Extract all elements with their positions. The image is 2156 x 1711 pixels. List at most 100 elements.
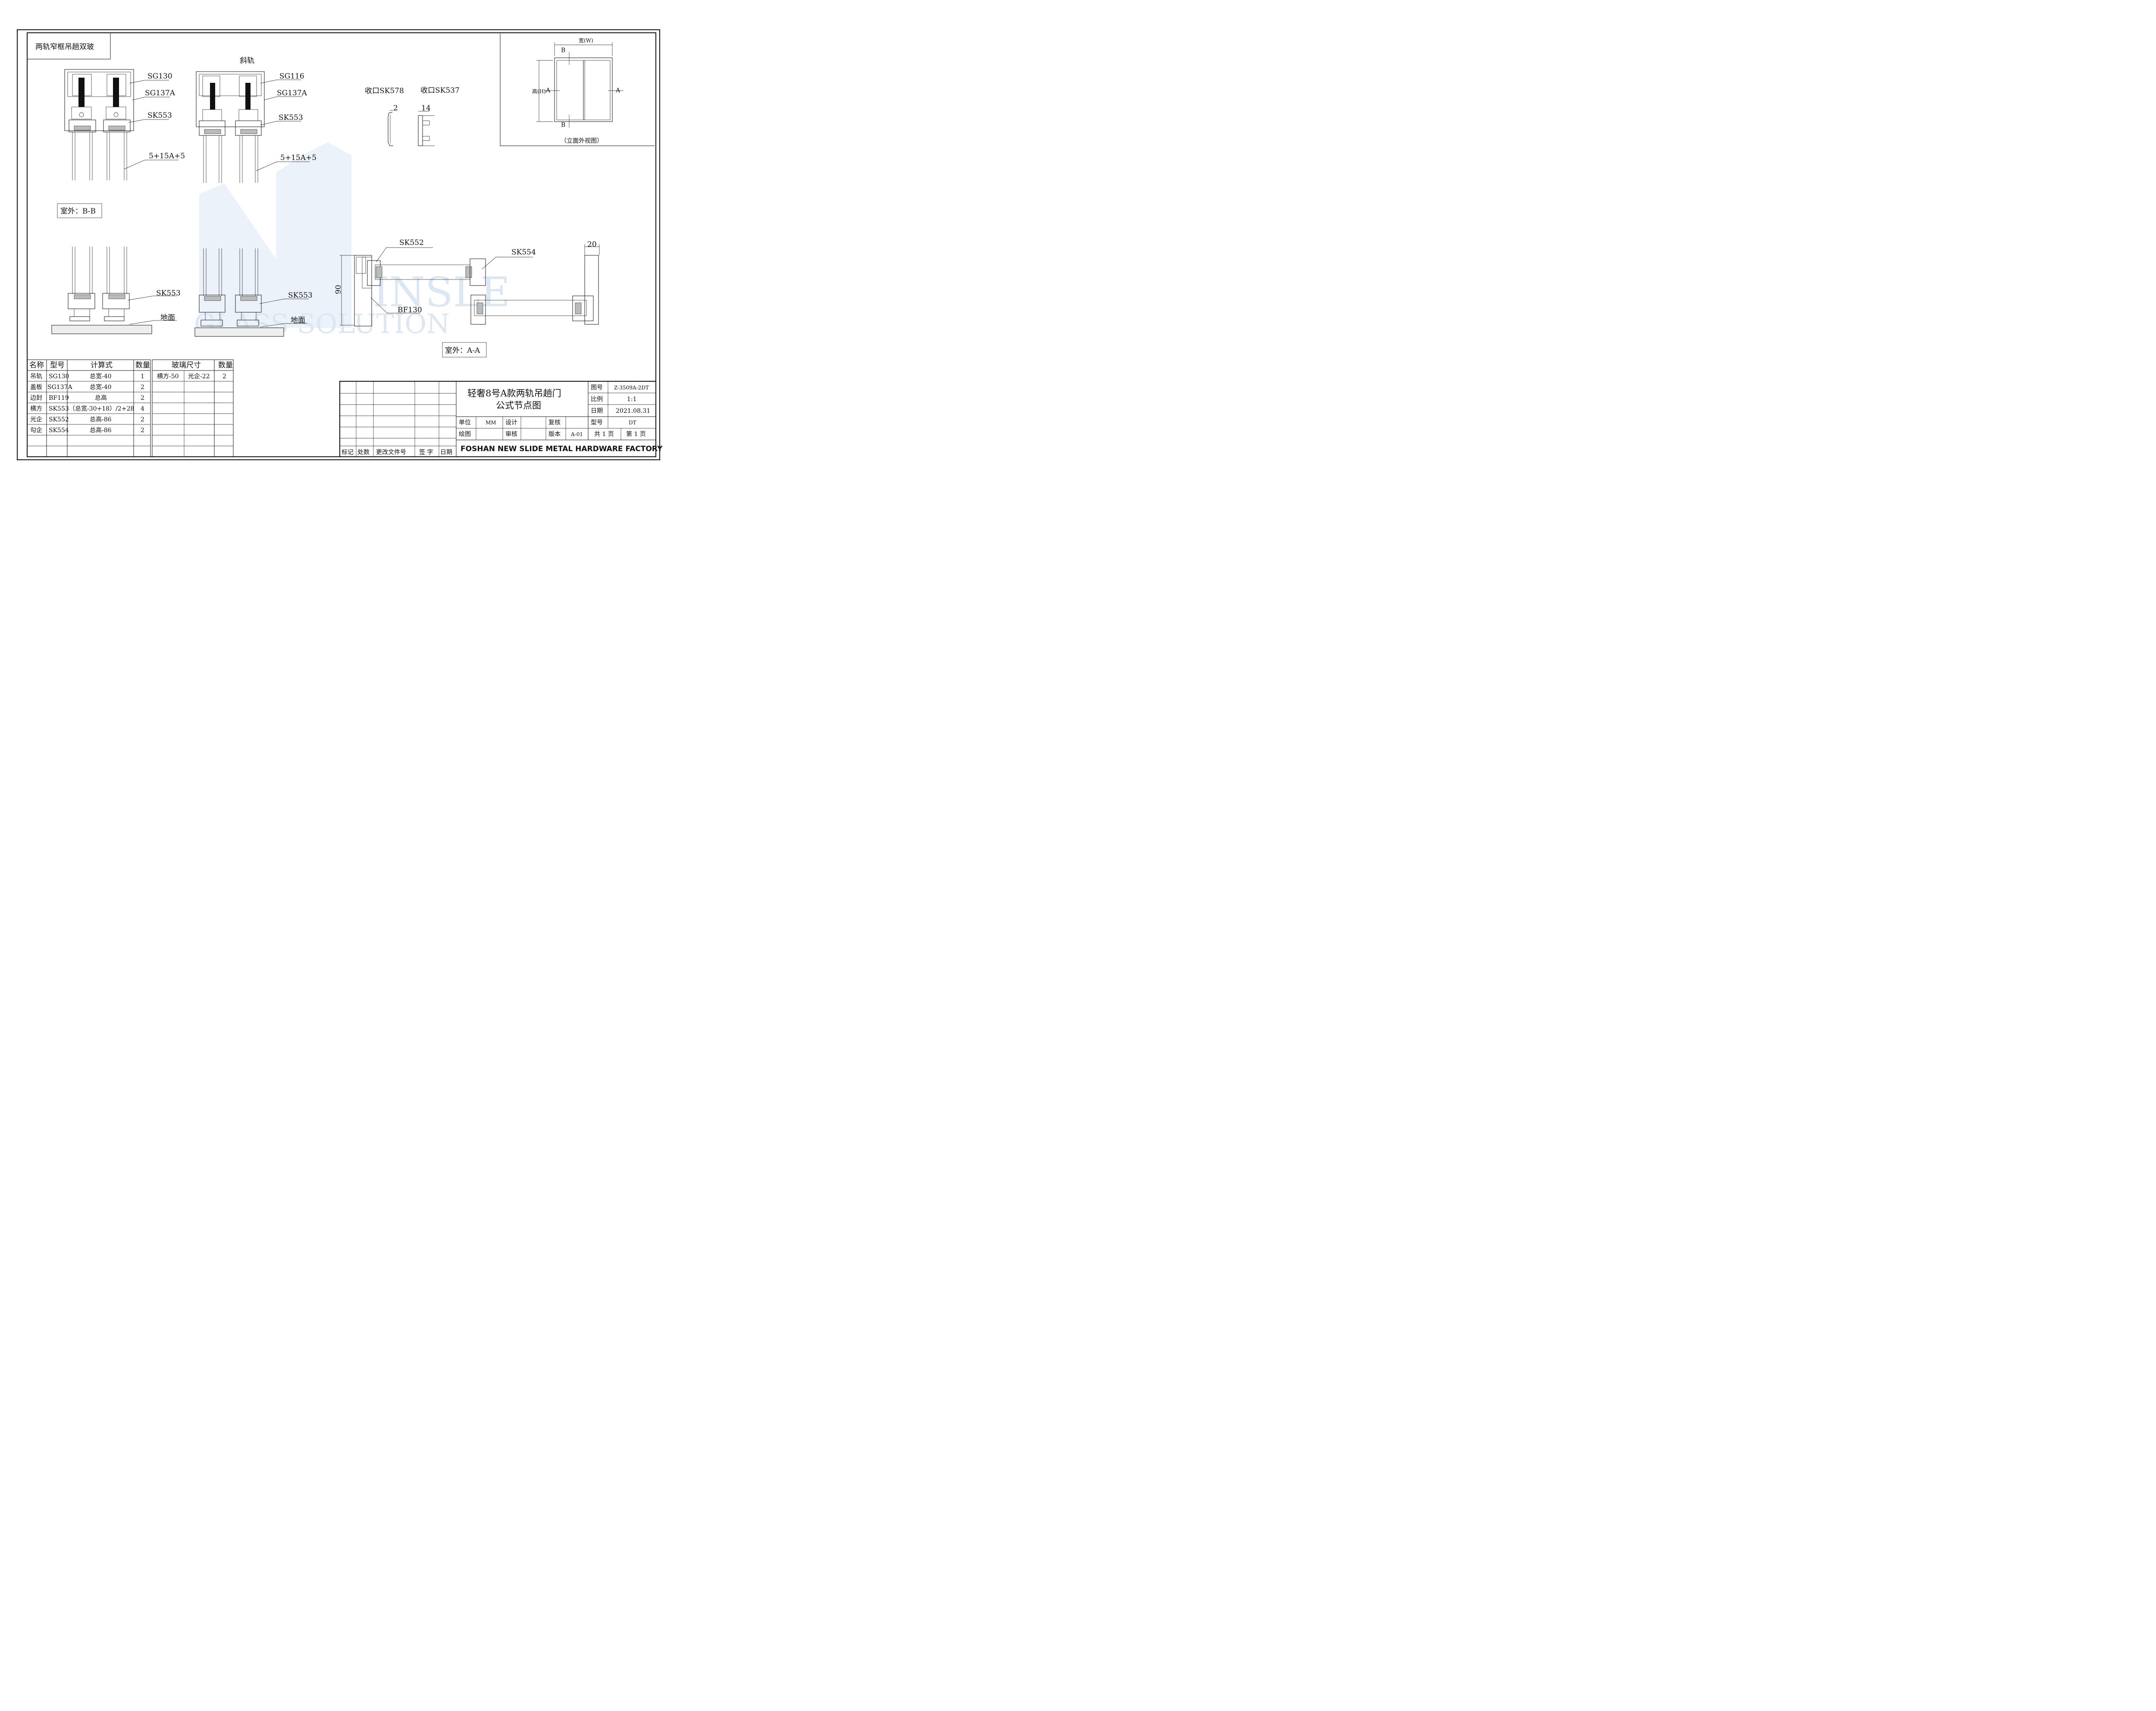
callout-sk554: SK554 xyxy=(511,248,536,257)
elevation-caption: （立面外视图） xyxy=(561,138,603,144)
callout-glass-right: 5+15A+5 xyxy=(280,154,317,162)
elevation-height-label: 高(H) xyxy=(532,88,546,94)
drawing-sheet: INSLE GLASS SOLUTION 两轨窄框吊趟双玻 SG130 SG13… xyxy=(17,29,663,460)
recheck-label: 复核 xyxy=(548,419,561,426)
section-bb-top-left xyxy=(64,69,179,180)
callout-bf130: BF130 xyxy=(398,306,422,314)
closure-sk537-label: 收口SK537 xyxy=(420,86,460,95)
callout-floor-left: 地面 xyxy=(160,314,175,322)
slanted-rail-heading: 斜轨 xyxy=(240,57,254,65)
closure-sk578-label: 收口SK578 xyxy=(365,87,404,95)
callout-sg137a-right: SG137A xyxy=(277,89,307,97)
dim-90: 90 xyxy=(334,285,343,294)
table-cell: 吊轨 xyxy=(30,373,42,380)
scale-label: 比例 xyxy=(591,396,603,403)
table-cell: SG137A xyxy=(47,384,72,391)
table-header: 型号 xyxy=(50,361,65,370)
drawing-no-label: 图号 xyxy=(591,384,603,391)
revision-header: 处数 xyxy=(357,449,370,456)
table-cell: 光企-22 xyxy=(188,373,210,380)
table-cell: 2 xyxy=(141,427,144,434)
revision-header: 日期 xyxy=(440,449,452,456)
factory-name: FOSHAN NEW SLIDE METAL HARDWARE FACTORY xyxy=(461,445,663,453)
section-bb-label: 室外：B-B xyxy=(60,207,96,216)
unit-value: MM xyxy=(486,420,496,426)
callout-sk552: SK552 xyxy=(399,239,424,247)
section-bb-bottom-left xyxy=(51,247,177,334)
elevation-mark-b-top: B xyxy=(561,47,565,54)
table-cell: 盖板 xyxy=(30,384,42,391)
revision-header: 签 字 xyxy=(419,449,433,456)
scale-value: 1:1 xyxy=(627,396,637,403)
table-cell: 1 xyxy=(141,373,144,380)
table-cell: 总高 xyxy=(95,394,107,402)
dim-sk578: 2 xyxy=(393,104,398,113)
section-aa-label: 室外：A-A xyxy=(445,346,480,355)
review-label: 审核 xyxy=(505,431,517,438)
callout-sk553-right: SK553 xyxy=(279,113,303,122)
table-cell: 2 xyxy=(141,416,144,423)
drawing-no: Z-3509A-2DT xyxy=(614,385,649,391)
callout-sg130-left: SG130 xyxy=(147,72,172,81)
version-value: A-01 xyxy=(570,431,583,437)
table-cell: 总高-86 xyxy=(90,416,112,423)
section-aa: 90 20 xyxy=(334,240,600,327)
drawing-subject-title: 两轨窄框吊趟双玻 xyxy=(35,43,94,51)
table-cell: SG130 xyxy=(49,373,69,380)
model-label: 型号 xyxy=(591,419,603,426)
table-cell: 光企 xyxy=(30,416,42,423)
watermark-brand: INSLE xyxy=(373,269,510,316)
table-header: 名称 xyxy=(29,361,44,370)
revision-header: 标记 xyxy=(342,449,354,456)
elevation-mark-b-bottom: B xyxy=(561,122,565,129)
table-cell: 总宽-40 xyxy=(90,383,112,391)
callout-sk553-bottom-left: SK553 xyxy=(156,289,181,298)
page-number: 第 1 页 xyxy=(626,430,646,438)
table-cell: SK552 xyxy=(49,416,69,423)
title-line-2: 公式节点图 xyxy=(496,400,541,411)
callout-sg116-right: SG116 xyxy=(279,72,304,81)
table-cell: 总高-86 xyxy=(90,427,112,434)
table-cell: 2 xyxy=(222,373,226,380)
table-header: 数量 xyxy=(135,361,150,370)
table-header: 数量 xyxy=(218,361,233,370)
callout-sk553-left: SK553 xyxy=(147,111,172,120)
date-label: 日期 xyxy=(591,408,603,414)
table-cell: 边封 xyxy=(30,395,42,402)
table-cell: 横方 xyxy=(30,405,42,412)
dim-20: 20 xyxy=(587,240,597,249)
table-header: 计算式 xyxy=(91,361,113,370)
table-header: 玻璃尺寸 xyxy=(172,361,201,370)
elevation-mark-a-right: A xyxy=(615,87,620,94)
unit-label: 单位 xyxy=(459,419,471,426)
parts-table: 名称 型号 计算式 数量 吊轨 SG130 总宽-40 1 盖板 SG137A … xyxy=(27,359,151,457)
table-cell: 总宽-40 xyxy=(90,373,112,380)
table-cell: 横方-50 xyxy=(157,373,179,380)
elevation-mark-a-left: A xyxy=(545,87,551,94)
glass-table: 玻璃尺寸 数量 横方-50 光企-22 2 xyxy=(152,359,234,457)
section-bb-bottom-right xyxy=(194,248,309,337)
callout-floor-right: 地面 xyxy=(291,316,305,325)
table-cell: 4 xyxy=(141,405,144,412)
callout-sg137a-left: SG137A xyxy=(145,89,175,97)
table-cell: BF119 xyxy=(49,395,69,402)
section-bb-top-right xyxy=(196,71,310,183)
table-cell: 2 xyxy=(141,384,144,391)
callout-glass-left: 5+15A+5 xyxy=(149,152,185,160)
table-cell: SK554 xyxy=(49,427,69,434)
version-label: 版本 xyxy=(548,431,561,438)
design-label: 设计 xyxy=(505,419,517,426)
model-value: DT xyxy=(629,420,636,426)
table-cell: （总宽-30+18）/2+28 xyxy=(69,405,134,412)
table-cell: 勾企 xyxy=(30,427,42,434)
revision-header: 更改文件号 xyxy=(376,449,406,456)
title-block: 轻奢8号A款两轨吊趟门 公式节点图 图号 Z-3509A-2DT 比例 1:1 … xyxy=(339,381,663,457)
closure-profiles: 2 14 xyxy=(388,104,435,146)
elevation-view: 宽(W) 高(H) A A B B （立面外视图） xyxy=(500,34,655,146)
callout-sk553-bottom-right: SK553 xyxy=(288,291,313,300)
drawing-by-label: 绘图 xyxy=(459,431,471,438)
table-cell: 2 xyxy=(141,395,144,402)
total-pages: 共 1 页 xyxy=(594,431,614,438)
title-line-1: 轻奢8号A款两轨吊趟门 xyxy=(467,388,561,399)
dim-sk537: 14 xyxy=(421,104,431,113)
